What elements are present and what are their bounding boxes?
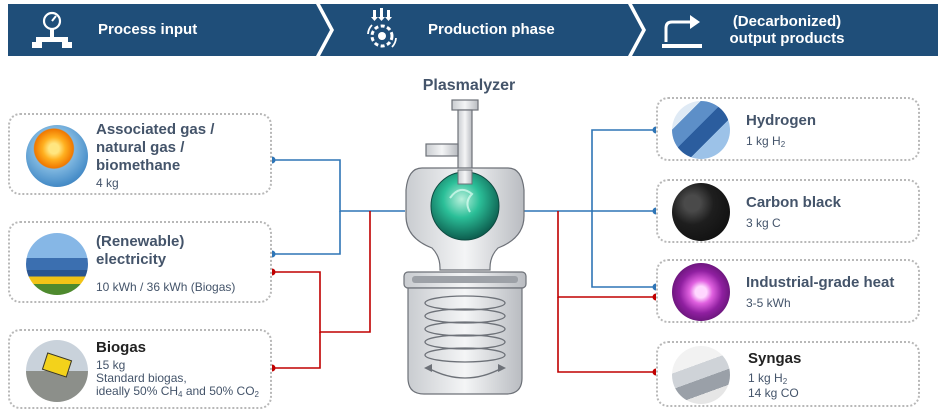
input-title-line: Associated gas / [96, 121, 215, 138]
header-step-production-phase: Production phase [320, 4, 642, 56]
plasmalyzer-title: Plasmalyzer [422, 77, 516, 94]
input-card-biogas: Biogas 15 kg Standard biogas, ideally 50… [8, 329, 272, 409]
output-amount: 1 kg H2 [746, 134, 786, 149]
header-step-label-line1: (Decarbonized) [732, 13, 842, 30]
syngas-pipe-image [672, 346, 730, 404]
output-card-carbon-black: Carbon black 3 kg C [656, 179, 920, 243]
red-flow-line [272, 211, 371, 333]
plasma-heat-image [672, 263, 730, 321]
hydrogen-lab-image [672, 101, 730, 159]
blue-flow-line [520, 129, 656, 212]
input-title-line: (Renewable) [96, 233, 185, 250]
input-detail-line: Standard biogas, [96, 371, 187, 385]
blue-flow-line [272, 159, 405, 212]
output-title: Carbon black [746, 194, 842, 211]
input-title-line: biomethane [96, 157, 181, 174]
red-flow-line [557, 211, 656, 298]
header-step-label: Process input [98, 21, 198, 38]
biogas-sign [41, 352, 73, 378]
red-flow-line [557, 297, 656, 373]
process-header: Process input Production phase (Decarbon… [8, 4, 938, 56]
input-amount: 4 kg [96, 176, 119, 190]
output-arrow-icon [662, 15, 702, 48]
plasmalyzer-reactor [403, 99, 527, 395]
solar-wind-image [26, 233, 88, 295]
input-amount: 10 kWh / 36 kWh (Biogas) [96, 280, 236, 294]
input-title-line: natural gas / [96, 139, 185, 156]
header-step-label: Production phase [428, 21, 555, 38]
blue-flow-line [591, 211, 656, 288]
input-amount: 15 kg [96, 358, 126, 372]
biogas-sign-image [26, 340, 88, 402]
gear-process-icon [367, 8, 397, 48]
header-step-process-input: Process input [8, 4, 330, 56]
output-amount: 1 kg H2 [748, 371, 788, 386]
output-title: Industrial-grade heat [746, 274, 895, 291]
output-amount: 3-5 kWh [746, 296, 791, 310]
output-card-hydrogen: Hydrogen 1 kg H2 [656, 97, 920, 161]
header-step-label-line2: output products [729, 30, 845, 47]
output-card-industrial-heat: Industrial-grade heat 3-5 kWh [656, 259, 920, 323]
input-card-electricity: (Renewable) electricity 10 kWh / 36 kWh … [8, 221, 272, 303]
blue-flow-line [272, 211, 341, 255]
gas-flare-image [26, 125, 88, 187]
header-step-output-products: (Decarbonized) output products [632, 4, 938, 56]
input-title: Biogas [96, 339, 147, 356]
pressure-gauge-icon [32, 11, 72, 48]
input-title-line: electricity [96, 251, 167, 268]
output-title: Hydrogen [746, 112, 817, 129]
output-amount-secondary: 14 kg CO [748, 386, 799, 400]
output-title: Syngas [748, 350, 802, 367]
carbon-black-image [672, 183, 730, 241]
output-amount: 3 kg C [746, 216, 781, 230]
input-card-associated-gas: Associated gas / natural gas / biomethan… [8, 113, 272, 195]
red-flow-line [272, 332, 321, 369]
output-card-syngas: Syngas 1 kg H2 14 kg CO [656, 341, 920, 407]
input-detail-line: ideally 50% CH4 and 50% CO2 [96, 384, 259, 399]
